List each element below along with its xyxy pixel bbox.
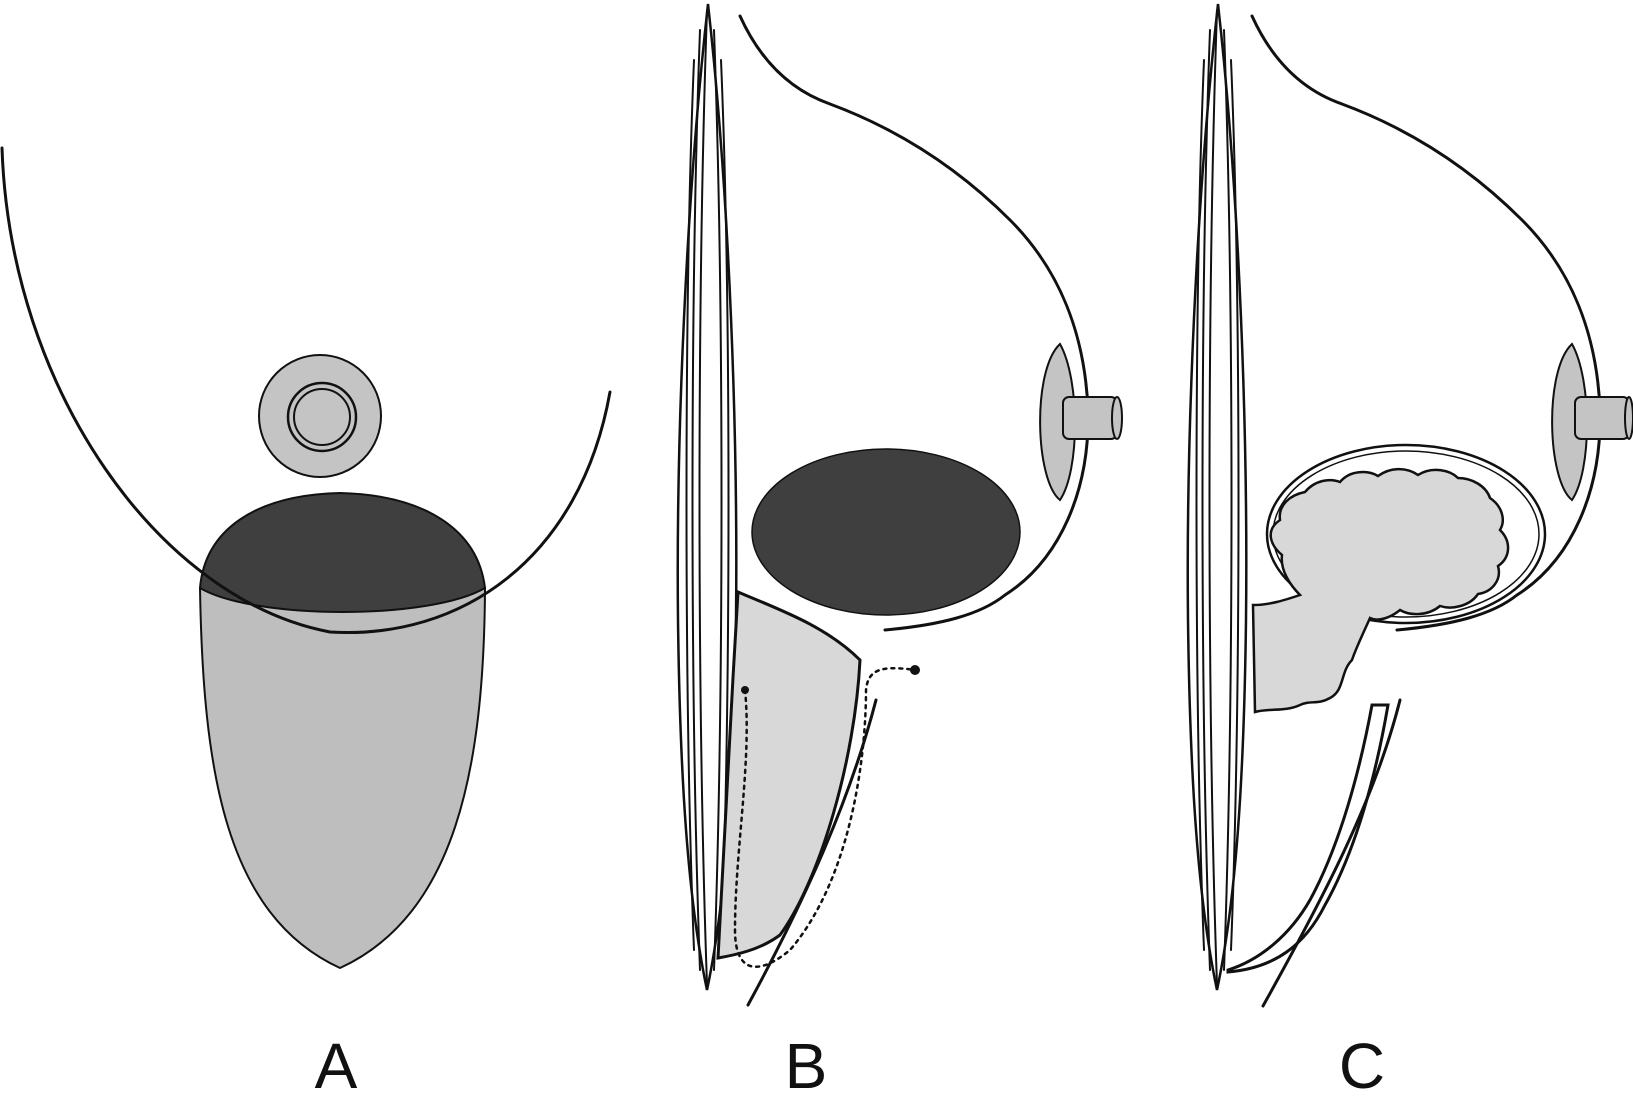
flap-tissue-lateral xyxy=(716,589,862,960)
irregular-tissue-mass xyxy=(1251,467,1510,714)
lower-skin-line-c xyxy=(1261,698,1402,1008)
breast-contour-lateral-c xyxy=(1250,14,1602,632)
nipple-lateral-b xyxy=(1062,396,1118,440)
panel-c xyxy=(1186,3,1633,1008)
panel-b xyxy=(676,3,1123,1007)
areola-lateral-c xyxy=(1551,342,1588,502)
panel-label-a: A xyxy=(315,1030,358,1097)
nipple-lateral-c xyxy=(1574,396,1630,440)
implant-front xyxy=(198,491,487,613)
pedicle-path-dotted xyxy=(733,666,917,968)
chest-wall-muscle-c xyxy=(1186,3,1248,991)
breast-contour-lateral-b xyxy=(738,14,1090,632)
lower-flap-outline-c xyxy=(1226,703,1390,974)
areola-lateral-b xyxy=(1039,342,1076,502)
panel-label-c: C xyxy=(1339,1030,1385,1097)
pedicle-end-dot-right xyxy=(910,665,920,675)
implant-lateral-b xyxy=(751,448,1021,616)
flap-tissue xyxy=(198,587,487,970)
breast-contour-front xyxy=(0,146,612,635)
pedicle-end-dot-left xyxy=(741,686,749,694)
nipple-front-outer xyxy=(286,381,358,453)
panel-a xyxy=(0,146,612,970)
panel-label-b: B xyxy=(785,1030,828,1097)
lower-skin-line-b xyxy=(746,698,878,1007)
nipple-front-inner xyxy=(293,388,351,446)
